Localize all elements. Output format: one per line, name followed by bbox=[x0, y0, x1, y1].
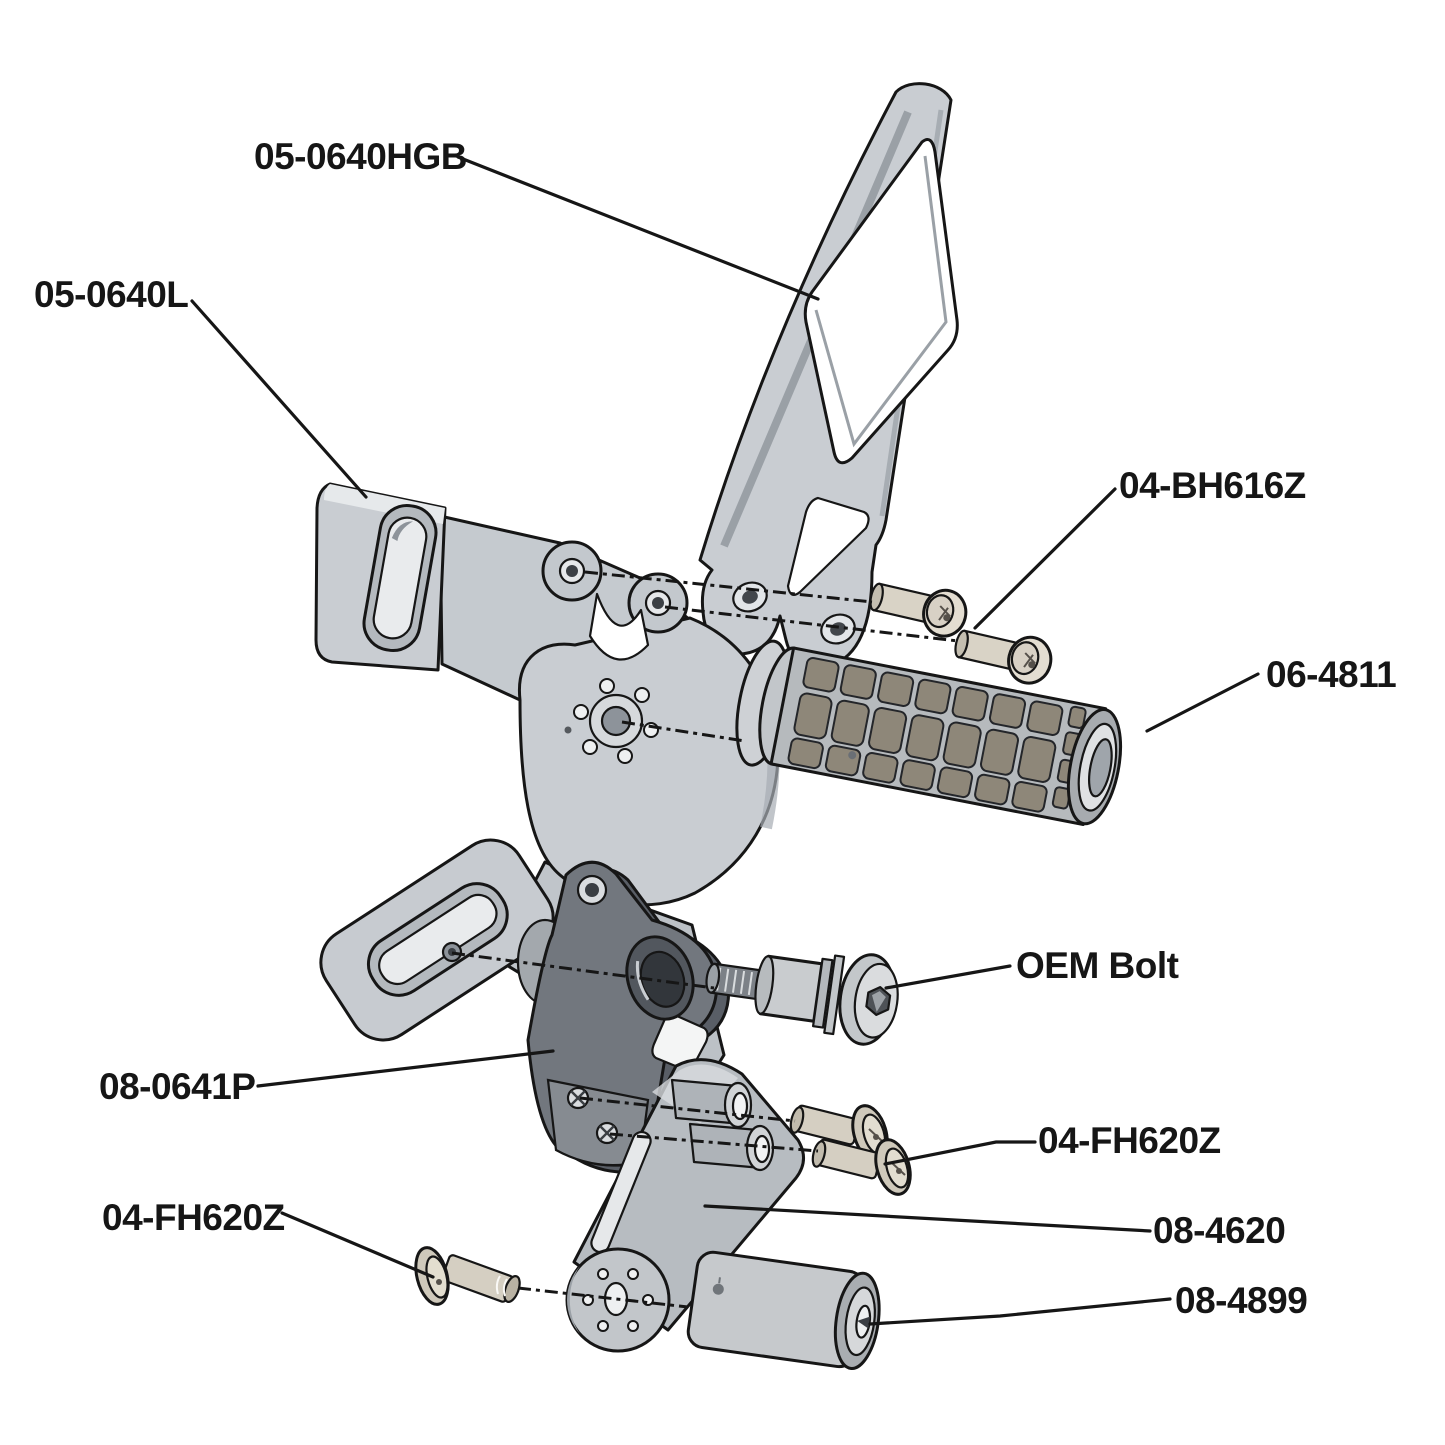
footpeg-part bbox=[735, 639, 1123, 827]
link-arm-part bbox=[565, 1058, 805, 1353]
pivot-plate-part bbox=[516, 860, 731, 1174]
knurl-column bbox=[787, 657, 1064, 813]
callout-04-FH620Z-left: 04-FH620Z bbox=[102, 1197, 285, 1238]
callout-oem-bolt: OEM Bolt bbox=[1016, 945, 1179, 986]
callout-04-FH620Z-right: 04-FH620Z bbox=[1038, 1120, 1221, 1161]
button-head-bolt bbox=[869, 582, 968, 638]
label-leader-lines bbox=[190, 155, 1260, 1326]
button-head-bolt bbox=[954, 629, 1053, 685]
callout-04-BH616Z: 04-BH616Z bbox=[1119, 465, 1306, 506]
callout-08-4899: 08-4899 bbox=[1175, 1280, 1308, 1321]
hanger-bracket-part bbox=[698, 82, 959, 670]
spacer-sleeve-part bbox=[686, 1250, 881, 1370]
hanger-ear-hole bbox=[732, 581, 768, 613]
callout-06-4811: 06-4811 bbox=[1266, 654, 1397, 695]
callout-05-0640HGB: 05-0640HGB bbox=[254, 136, 468, 177]
hanger-ear-hole bbox=[820, 613, 856, 645]
alignment-axis-lines bbox=[451, 570, 959, 1309]
callout-05-0640L: 05-0640L bbox=[34, 274, 189, 315]
oem-bolt-part bbox=[705, 953, 899, 1046]
callout-08-0641P: 08-0641P bbox=[99, 1066, 256, 1107]
callout-08-4620: 08-4620 bbox=[1153, 1210, 1286, 1251]
